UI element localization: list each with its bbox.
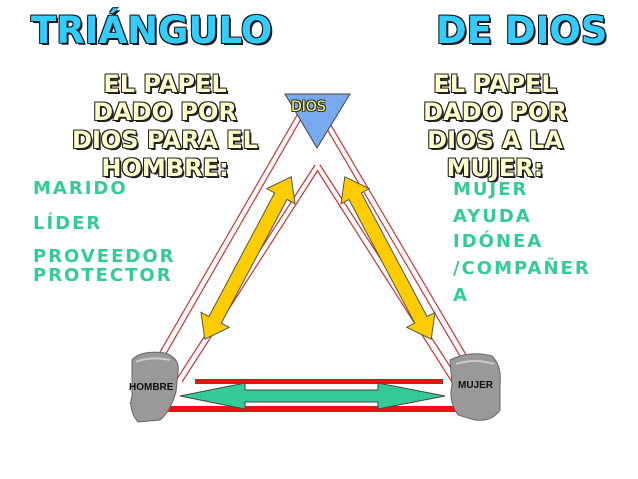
right-heading-line: DIOS A LA [427, 126, 563, 154]
woman-label: MUJER [458, 380, 494, 391]
right-role-idonea: IDÓNEA [453, 231, 544, 252]
god-label: DIOS [291, 99, 326, 115]
right-role-mujer: MUJER [453, 179, 529, 200]
left-heading-line: DIOS PARA EL [72, 126, 258, 154]
right-heading-line: EL PAPEL [433, 70, 557, 98]
right-heading-line: MUJER: [446, 154, 544, 182]
left-heading-line: DADO POR [93, 98, 237, 126]
right-role-ayuda: AYUDA [453, 206, 532, 227]
god-triangle [284, 93, 351, 149]
right-role-companer: /COMPAÑER [453, 258, 591, 279]
left-role-lider: LÍDER [33, 213, 103, 234]
right-double-arrow [340, 176, 436, 340]
man-label: HOMBRE [129, 382, 174, 393]
title-left: TRIÁNGULO [31, 9, 273, 52]
right-heading-line: DADO POR [423, 98, 567, 126]
left-role-proveedor: PROVEEDOR [33, 246, 176, 267]
left-role-protector: PROTECTOR [33, 265, 173, 286]
woman-figure-icon [449, 353, 501, 421]
left-role-marido: MARIDO [33, 178, 128, 199]
base-bar-bottom [150, 406, 480, 412]
right-role-a: A [453, 285, 469, 306]
title-right: DE DIOS [436, 9, 608, 52]
left-heading-line: EL PAPEL [103, 70, 227, 98]
base-double-arrow [179, 382, 446, 410]
base-bar-top [195, 379, 443, 384]
man-figure-icon [130, 351, 179, 423]
left-heading-line: HOMBRE: [101, 154, 229, 182]
left-double-arrow [200, 176, 296, 340]
left-heading: EL PAPEL DADO POR DIOS PARA EL HOMBRE: [40, 70, 290, 182]
right-heading: EL PAPEL DADO POR DIOS A LA MUJER: [395, 70, 595, 182]
